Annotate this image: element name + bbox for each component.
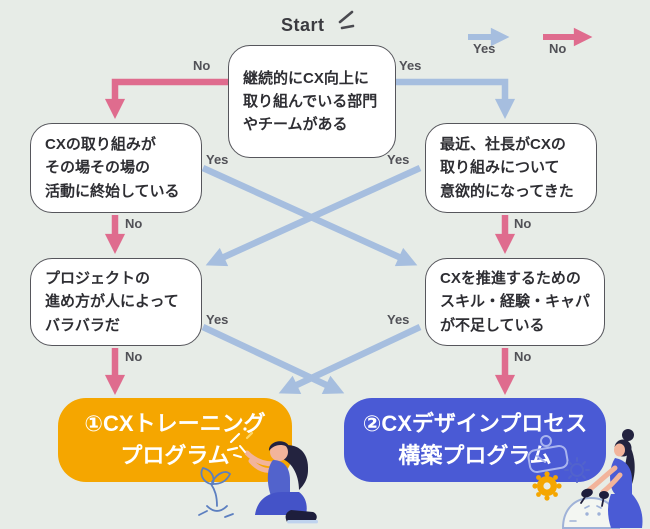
node-adhoc-question: CXの取り組みが その場その場の 活動に終始している bbox=[30, 123, 202, 213]
edge-project-no-label: No bbox=[125, 349, 143, 364]
edge-start-no-arrow bbox=[104, 78, 228, 120]
start-sparkle-icon bbox=[338, 10, 355, 30]
edge-start-no-label: No bbox=[193, 58, 211, 73]
node-line: スキル・経験・キャパ bbox=[440, 293, 591, 311]
node-skills-question: CXを推進するための スキル・経験・キャパ が不足している bbox=[425, 258, 605, 346]
node-president-question: 最近、社長がCXの 取り組みについて 意欲的になってきた bbox=[425, 123, 597, 213]
edge-skills-yes-label: Yes bbox=[387, 312, 410, 327]
result-line: 構築プログラム bbox=[398, 443, 552, 468]
result-line: ①CXトレーニング bbox=[84, 411, 266, 437]
node-line: プロジェクトの bbox=[45, 270, 151, 288]
node-line: CXの取り組みが bbox=[45, 136, 156, 154]
node-start-question: 継続的にCX向上に 取り組んでいる部門 やチームがある bbox=[228, 45, 396, 158]
edge-president-yes-label: Yes bbox=[387, 152, 410, 167]
result-line: ②CXデザインプロセス bbox=[362, 411, 588, 437]
node-line: 活動に終始している bbox=[45, 182, 180, 200]
edge-start-yes-label: Yes bbox=[399, 58, 422, 73]
edge-president-no-label: No bbox=[514, 216, 532, 231]
node-line: 取り組みについて bbox=[440, 159, 560, 177]
edge-president-yes-arrow bbox=[205, 165, 422, 267]
node-line: 取り組んでいる部門 bbox=[243, 92, 378, 110]
edge-adhoc-yes-label: Yes bbox=[206, 152, 229, 167]
edge-adhoc-yes-arrow bbox=[201, 165, 418, 267]
result-design-program: ②CXデザインプロセス 構築プログラム bbox=[344, 398, 606, 482]
legend-no-label: No bbox=[549, 41, 567, 56]
node-line: CXを推進するための bbox=[440, 270, 581, 288]
node-line: やチームがある bbox=[243, 116, 348, 134]
edge-project-yes-arrow bbox=[201, 324, 345, 394]
node-line: が不足している bbox=[440, 316, 545, 334]
node-line: 継続的にCX向上に bbox=[243, 69, 369, 87]
node-line: その場その場の bbox=[45, 159, 151, 177]
node-line: 意欲的になってきた bbox=[440, 182, 574, 200]
edge-start-yes-arrow bbox=[396, 78, 516, 120]
machine-sketch-icon bbox=[561, 496, 621, 529]
edge-adhoc-no-label: No bbox=[125, 216, 143, 231]
result-training-program: ①CXトレーニング プログラム bbox=[58, 398, 292, 482]
edge-skills-yes-arrow bbox=[278, 324, 422, 394]
start-label: Start bbox=[281, 15, 325, 35]
result-line: プログラム bbox=[120, 443, 230, 468]
node-line: 最近、社長がCXの bbox=[440, 136, 566, 154]
edge-project-yes-label: Yes bbox=[206, 312, 229, 327]
node-line: 進め方が人によって bbox=[45, 293, 179, 311]
edge-skills-no-label: No bbox=[514, 349, 532, 364]
node-project-question: プロジェクトの 進め方が人によって バラバラだ bbox=[30, 258, 202, 346]
legend-yes-label: Yes bbox=[473, 41, 496, 56]
node-line: バラバラだ bbox=[45, 316, 120, 334]
